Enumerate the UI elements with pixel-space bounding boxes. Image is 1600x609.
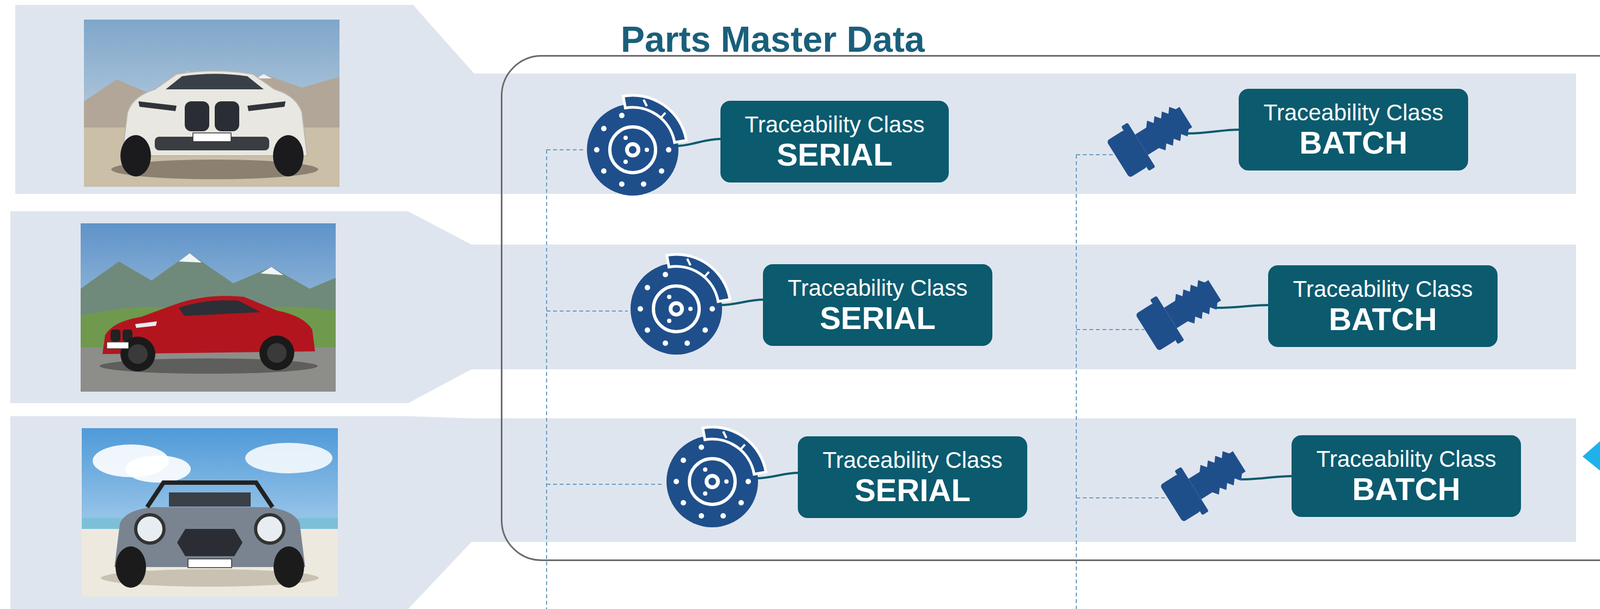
bolt-icon (1104, 94, 1200, 182)
class-label: Traceability Class (744, 111, 925, 138)
class-label: Traceability Class (788, 275, 968, 301)
traceability-box: Traceability ClassBATCH (1291, 435, 1521, 518)
brake-disc-icon (586, 95, 687, 196)
car-photo (83, 19, 340, 187)
class-label: Traceability Class (1293, 276, 1474, 302)
parts-container: Parts Master DataTraceability ClassSERIA… (500, 55, 1600, 562)
side-arrow (1582, 441, 1600, 471)
row-band (10, 211, 1577, 404)
bolt-icon (1157, 439, 1254, 526)
brake-disc-icon (630, 254, 731, 355)
row-band (10, 416, 1577, 609)
row-band (15, 4, 1577, 195)
class-value: BATCH (1328, 301, 1438, 337)
class-label: Traceability Class (1263, 99, 1444, 126)
class-label: Traceability Class (822, 447, 1003, 474)
traceability-box: Traceability ClassBATCH (1238, 88, 1469, 171)
class-value: BATCH (1299, 125, 1408, 161)
class-value: SERIAL (854, 473, 971, 508)
traceability-box: Traceability ClassBATCH (1268, 265, 1498, 348)
bolt-icon (1132, 268, 1229, 355)
class-value: BATCH (1352, 471, 1461, 507)
class-value: SERIAL (776, 137, 893, 173)
section-title: Parts Master Data (620, 19, 925, 60)
car-photo (81, 428, 338, 597)
leader-line (546, 149, 1169, 609)
brake-disc-icon (666, 427, 767, 528)
traceability-box: Traceability ClassSERIAL (797, 436, 1028, 519)
traceability-box: Traceability ClassSERIAL (762, 264, 993, 347)
class-label: Traceability Class (1316, 446, 1497, 472)
class-value: SERIAL (819, 300, 936, 336)
car-photo (80, 223, 336, 392)
traceability-box: Traceability ClassSERIAL (720, 100, 949, 183)
